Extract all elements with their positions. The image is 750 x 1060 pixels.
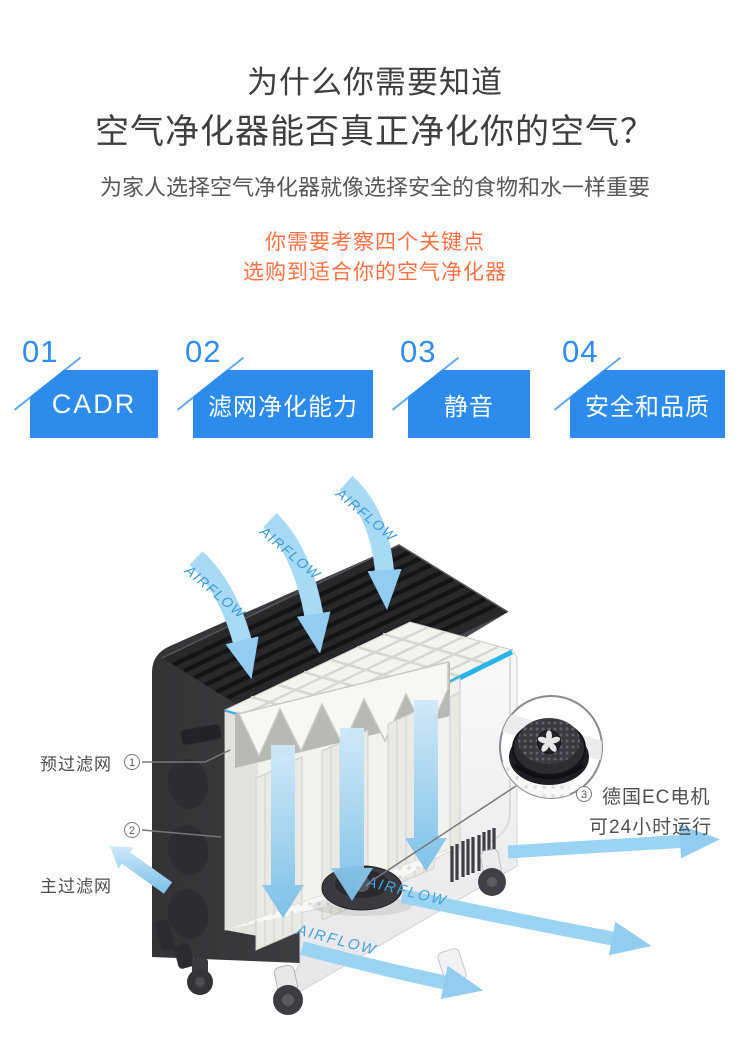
motor-hub-icon <box>537 730 561 752</box>
pleated-filter <box>235 661 450 768</box>
key-point-number: 02 <box>185 334 222 369</box>
airflow-arrow-icon <box>189 551 259 680</box>
airflow-arrow-icon <box>263 513 331 654</box>
label-ec-motor-line2: 可24小时运行 <box>589 817 713 838</box>
key-point-number: 03 <box>400 334 437 369</box>
highlight-line1: 你需要考察四个关键点 <box>265 231 485 254</box>
page-title-line1: 为什么你需要知道 <box>247 65 503 100</box>
key-point-safety: 04 安全和品质 <box>554 336 725 438</box>
caster-wheel-icon <box>187 958 213 995</box>
airflow-arrow-icon <box>400 889 652 956</box>
ec-motor-inset <box>499 695 603 799</box>
key-point-label: 安全和品质 <box>570 370 725 438</box>
airflow-arrow-icon <box>339 475 402 610</box>
callout-lines <box>141 749 517 883</box>
key-point-number: 04 <box>562 334 599 369</box>
cutaway-interior <box>224 661 461 951</box>
key-point-quiet: 03 静音 <box>392 336 530 438</box>
key-point-filter: 02 滤网净化能力 <box>177 336 373 438</box>
highlight-text: 你需要考察四个关键点 选购到适合你的空气净化器 <box>0 228 750 288</box>
key-point-label: CADR <box>30 370 158 438</box>
label-ec-motor-line1: 德国EC电机 <box>602 787 711 808</box>
highlight-line2: 选购到适合你的空气净化器 <box>243 261 507 284</box>
callout-number-3: 3 <box>576 786 592 802</box>
callout-number-1: 1 <box>124 754 140 770</box>
down-airflow-arrows-icon <box>262 700 447 918</box>
page-subtitle: 为家人选择空气净化器就像选择安全的食物和水一样重要 <box>99 175 650 200</box>
key-points-row: 01 CADR 02 滤网净化能力 03 静音 04 安全和品质 <box>0 335 750 460</box>
side-airflow-arrow-icon <box>110 846 173 894</box>
callout-number-2: 2 <box>124 822 140 838</box>
label-main-filter: 主过滤网 <box>40 877 112 896</box>
handle-slot <box>180 724 222 745</box>
page-title-line2: 空气净化器能否真正净化你的空气？ <box>95 113 655 151</box>
airflow-arrow-icon <box>300 941 484 1000</box>
key-point-cadr: 01 CADR <box>14 336 158 438</box>
airflow-arrow-icon <box>507 824 720 859</box>
caster-wheel-icon <box>478 848 506 896</box>
key-point-number: 01 <box>22 334 59 369</box>
caster-wheel-icon <box>273 964 303 1015</box>
key-point-label: 滤网净化能力 <box>193 370 373 438</box>
key-point-label: 静音 <box>408 370 530 438</box>
label-pre-filter: 预过滤网 <box>40 755 112 774</box>
